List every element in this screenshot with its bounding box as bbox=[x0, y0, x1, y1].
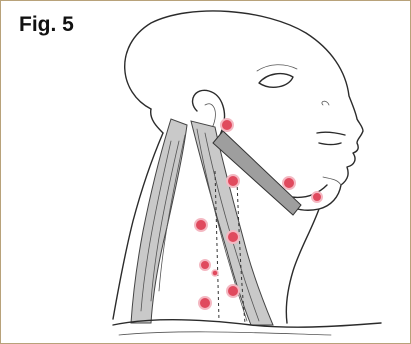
nostril bbox=[322, 101, 329, 105]
lymph-node bbox=[212, 270, 218, 276]
chin-line bbox=[323, 177, 341, 185]
lymph-node bbox=[227, 285, 239, 297]
lymph-node bbox=[283, 177, 295, 189]
lymph-node bbox=[200, 260, 210, 270]
shoulder-line bbox=[119, 332, 331, 335]
mouth bbox=[317, 132, 345, 144]
lymph-node bbox=[221, 119, 233, 131]
trapezius-muscle bbox=[131, 119, 187, 323]
lymph-node bbox=[312, 192, 322, 202]
lymph-node bbox=[227, 231, 239, 243]
neck-front bbox=[286, 209, 319, 323]
lymph-node bbox=[195, 219, 207, 231]
back-of-head bbox=[151, 109, 163, 133]
lymph-node bbox=[227, 175, 239, 187]
lymph-node bbox=[199, 297, 211, 309]
eye-outline bbox=[259, 74, 293, 88]
eyebrow bbox=[257, 65, 297, 71]
